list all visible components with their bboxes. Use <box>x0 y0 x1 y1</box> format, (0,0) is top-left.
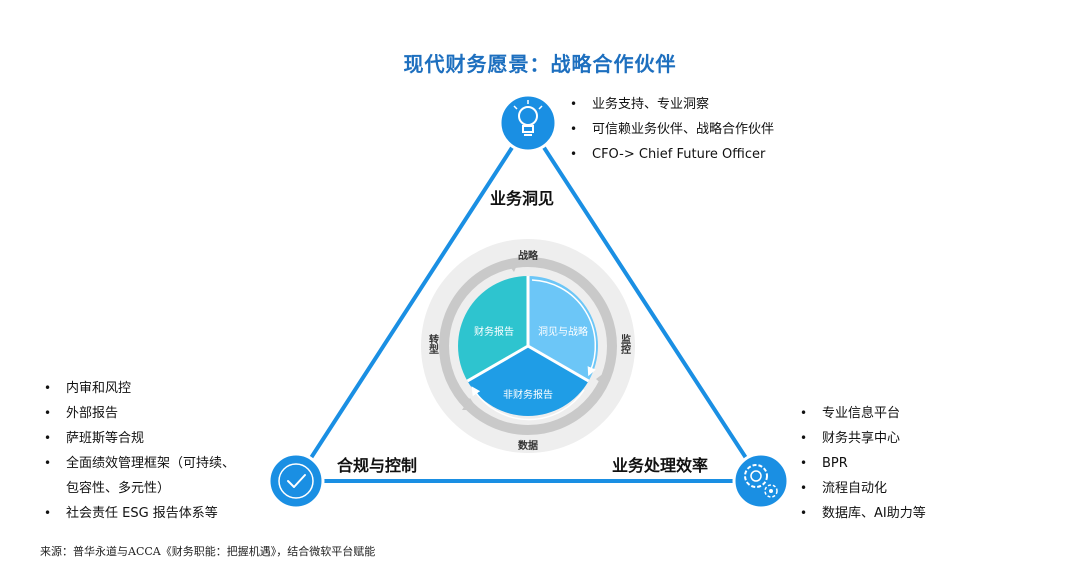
gears-icon <box>732 452 790 510</box>
segment-arrow-2 <box>471 386 585 421</box>
page-title: 现代财务愿景：战略合作伙伴 <box>403 52 677 76</box>
list-item: 数据库、AI助力等 <box>796 501 926 526</box>
segment-label-nonfinancial: 非财务报告 <box>503 388 553 401</box>
triangle-outline <box>294 121 763 483</box>
checkmark-icon <box>267 452 325 510</box>
ring-arrow-left <box>462 398 478 410</box>
list-item-continuation: 包容性、多元性） <box>66 481 171 496</box>
list-item: 萨班斯等合规 <box>40 426 235 451</box>
node-label-compliance-control: 合规与控制 <box>337 456 418 475</box>
ring-label-monitor: 监控 <box>619 333 631 355</box>
list-item: 可信赖业务伙伴、战略合作伙伴 <box>566 117 774 142</box>
segment-nonfinancial-report <box>467 346 589 416</box>
list-item: BPR <box>796 451 926 476</box>
bullet-list-left: 内审和风控 外部报告 萨班斯等合规 全面绩效管理框架（可持续、 包容性、多元性）… <box>40 376 235 526</box>
lightbulb-icon <box>498 93 558 153</box>
ring-arrow-top <box>508 258 520 272</box>
list-item: 流程自动化 <box>796 476 926 501</box>
segment-label-insight: 洞见与战略 <box>538 325 588 338</box>
bullet-list-top: 业务支持、专业洞察 可信赖业务伙伴、战略合作伙伴 CFO-> Chief Fut… <box>566 92 774 167</box>
list-item: 全面绩效管理框架（可持续、 <box>40 451 235 476</box>
ring-label-strategy: 战略 <box>518 249 539 262</box>
list-item: 外部报告 <box>40 401 235 426</box>
list-item: 社会责任 ESG 报告体系等 <box>40 501 235 526</box>
node-label-business-insight: 业务洞见 <box>490 189 555 208</box>
ring-label-data: 数据 <box>518 439 538 452</box>
ring-label-transform: 转型 <box>427 333 439 354</box>
segment-label-financial: 财务报告 <box>474 325 514 338</box>
list-item: 专业信息平台 <box>796 401 926 426</box>
cycle-arrow-ring <box>439 257 617 435</box>
segment-arrow-1 <box>531 279 597 377</box>
node-label-processing-efficiency: 业务处理效率 <box>612 456 709 475</box>
list-item: 财务共享中心 <box>796 426 926 451</box>
source-note: 来源：普华永道与ACCA《财务职能：把握机遇》，结合微软平台赋能 <box>40 545 376 558</box>
ring-arrow-right <box>596 370 608 386</box>
list-item: CFO-> Chief Future Officer <box>566 142 774 167</box>
list-item: 内审和风控 <box>40 376 235 401</box>
list-item: 业务支持、专业洞察 <box>566 92 774 117</box>
bullet-list-right: 专业信息平台 财务共享中心 BPR 流程自动化 数据库、AI助力等 <box>796 401 926 526</box>
